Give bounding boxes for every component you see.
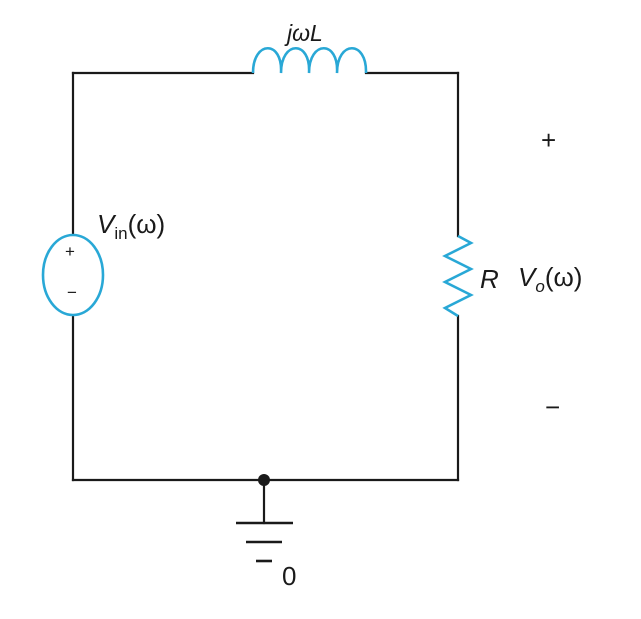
- source-label-sub: in: [114, 224, 128, 243]
- resistor-zigzag: [442, 234, 474, 318]
- source-label: Vin(ω): [97, 209, 166, 242]
- wires: [71, 71, 460, 525]
- inductor-label-l: L: [310, 20, 323, 46]
- source-plus-sign: +: [65, 242, 75, 261]
- output-label-arg: (ω): [544, 262, 583, 292]
- inductor-label-omega: ω: [292, 20, 311, 46]
- inductor-coil: [251, 46, 368, 74]
- output-minus-sign: −: [545, 392, 561, 422]
- inductor-label: jωL: [287, 22, 323, 45]
- ground-node-dot: [258, 474, 270, 486]
- voltage-source-circle: [41, 233, 105, 317]
- output-plus-sign: +: [541, 125, 557, 155]
- source-label-v: V: [97, 209, 115, 239]
- output-label-sub: o: [535, 277, 545, 296]
- resistor-label: R: [480, 264, 499, 294]
- inductor-label-j: j: [287, 20, 293, 46]
- source-label-arg: (ω): [127, 209, 166, 239]
- output-label-v: V: [518, 262, 536, 292]
- ground-symbol: [236, 521, 293, 563]
- source-minus-sign: −: [67, 283, 77, 302]
- ground-label: 0: [282, 561, 297, 591]
- output-label: Vo(ω): [518, 262, 583, 295]
